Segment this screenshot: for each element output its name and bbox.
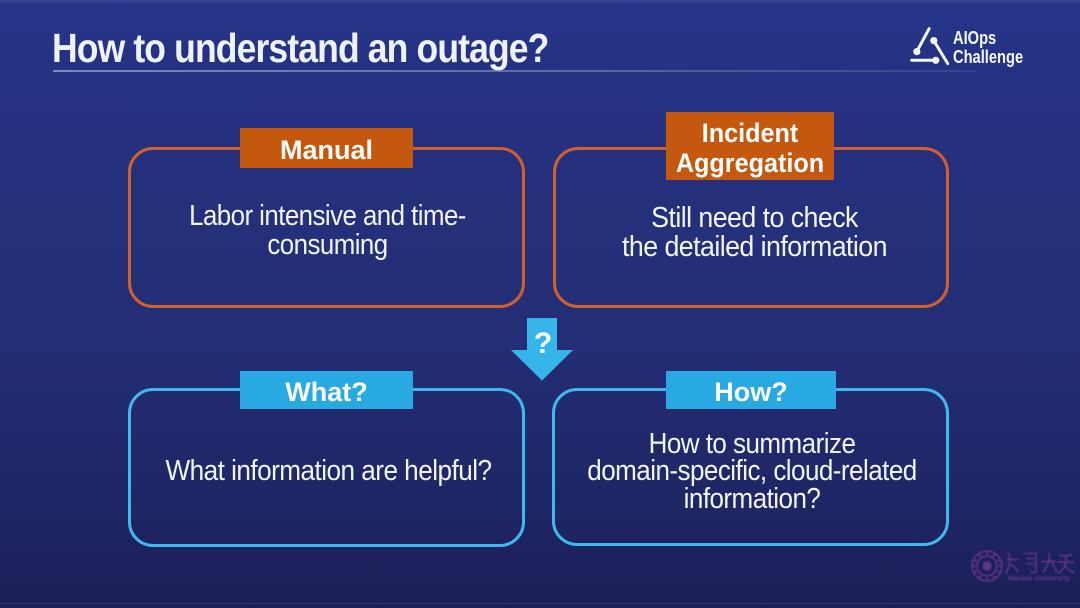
svg-text:?: ? [534,327,552,360]
svg-text:Nankai University: Nankai University [1008,574,1071,583]
